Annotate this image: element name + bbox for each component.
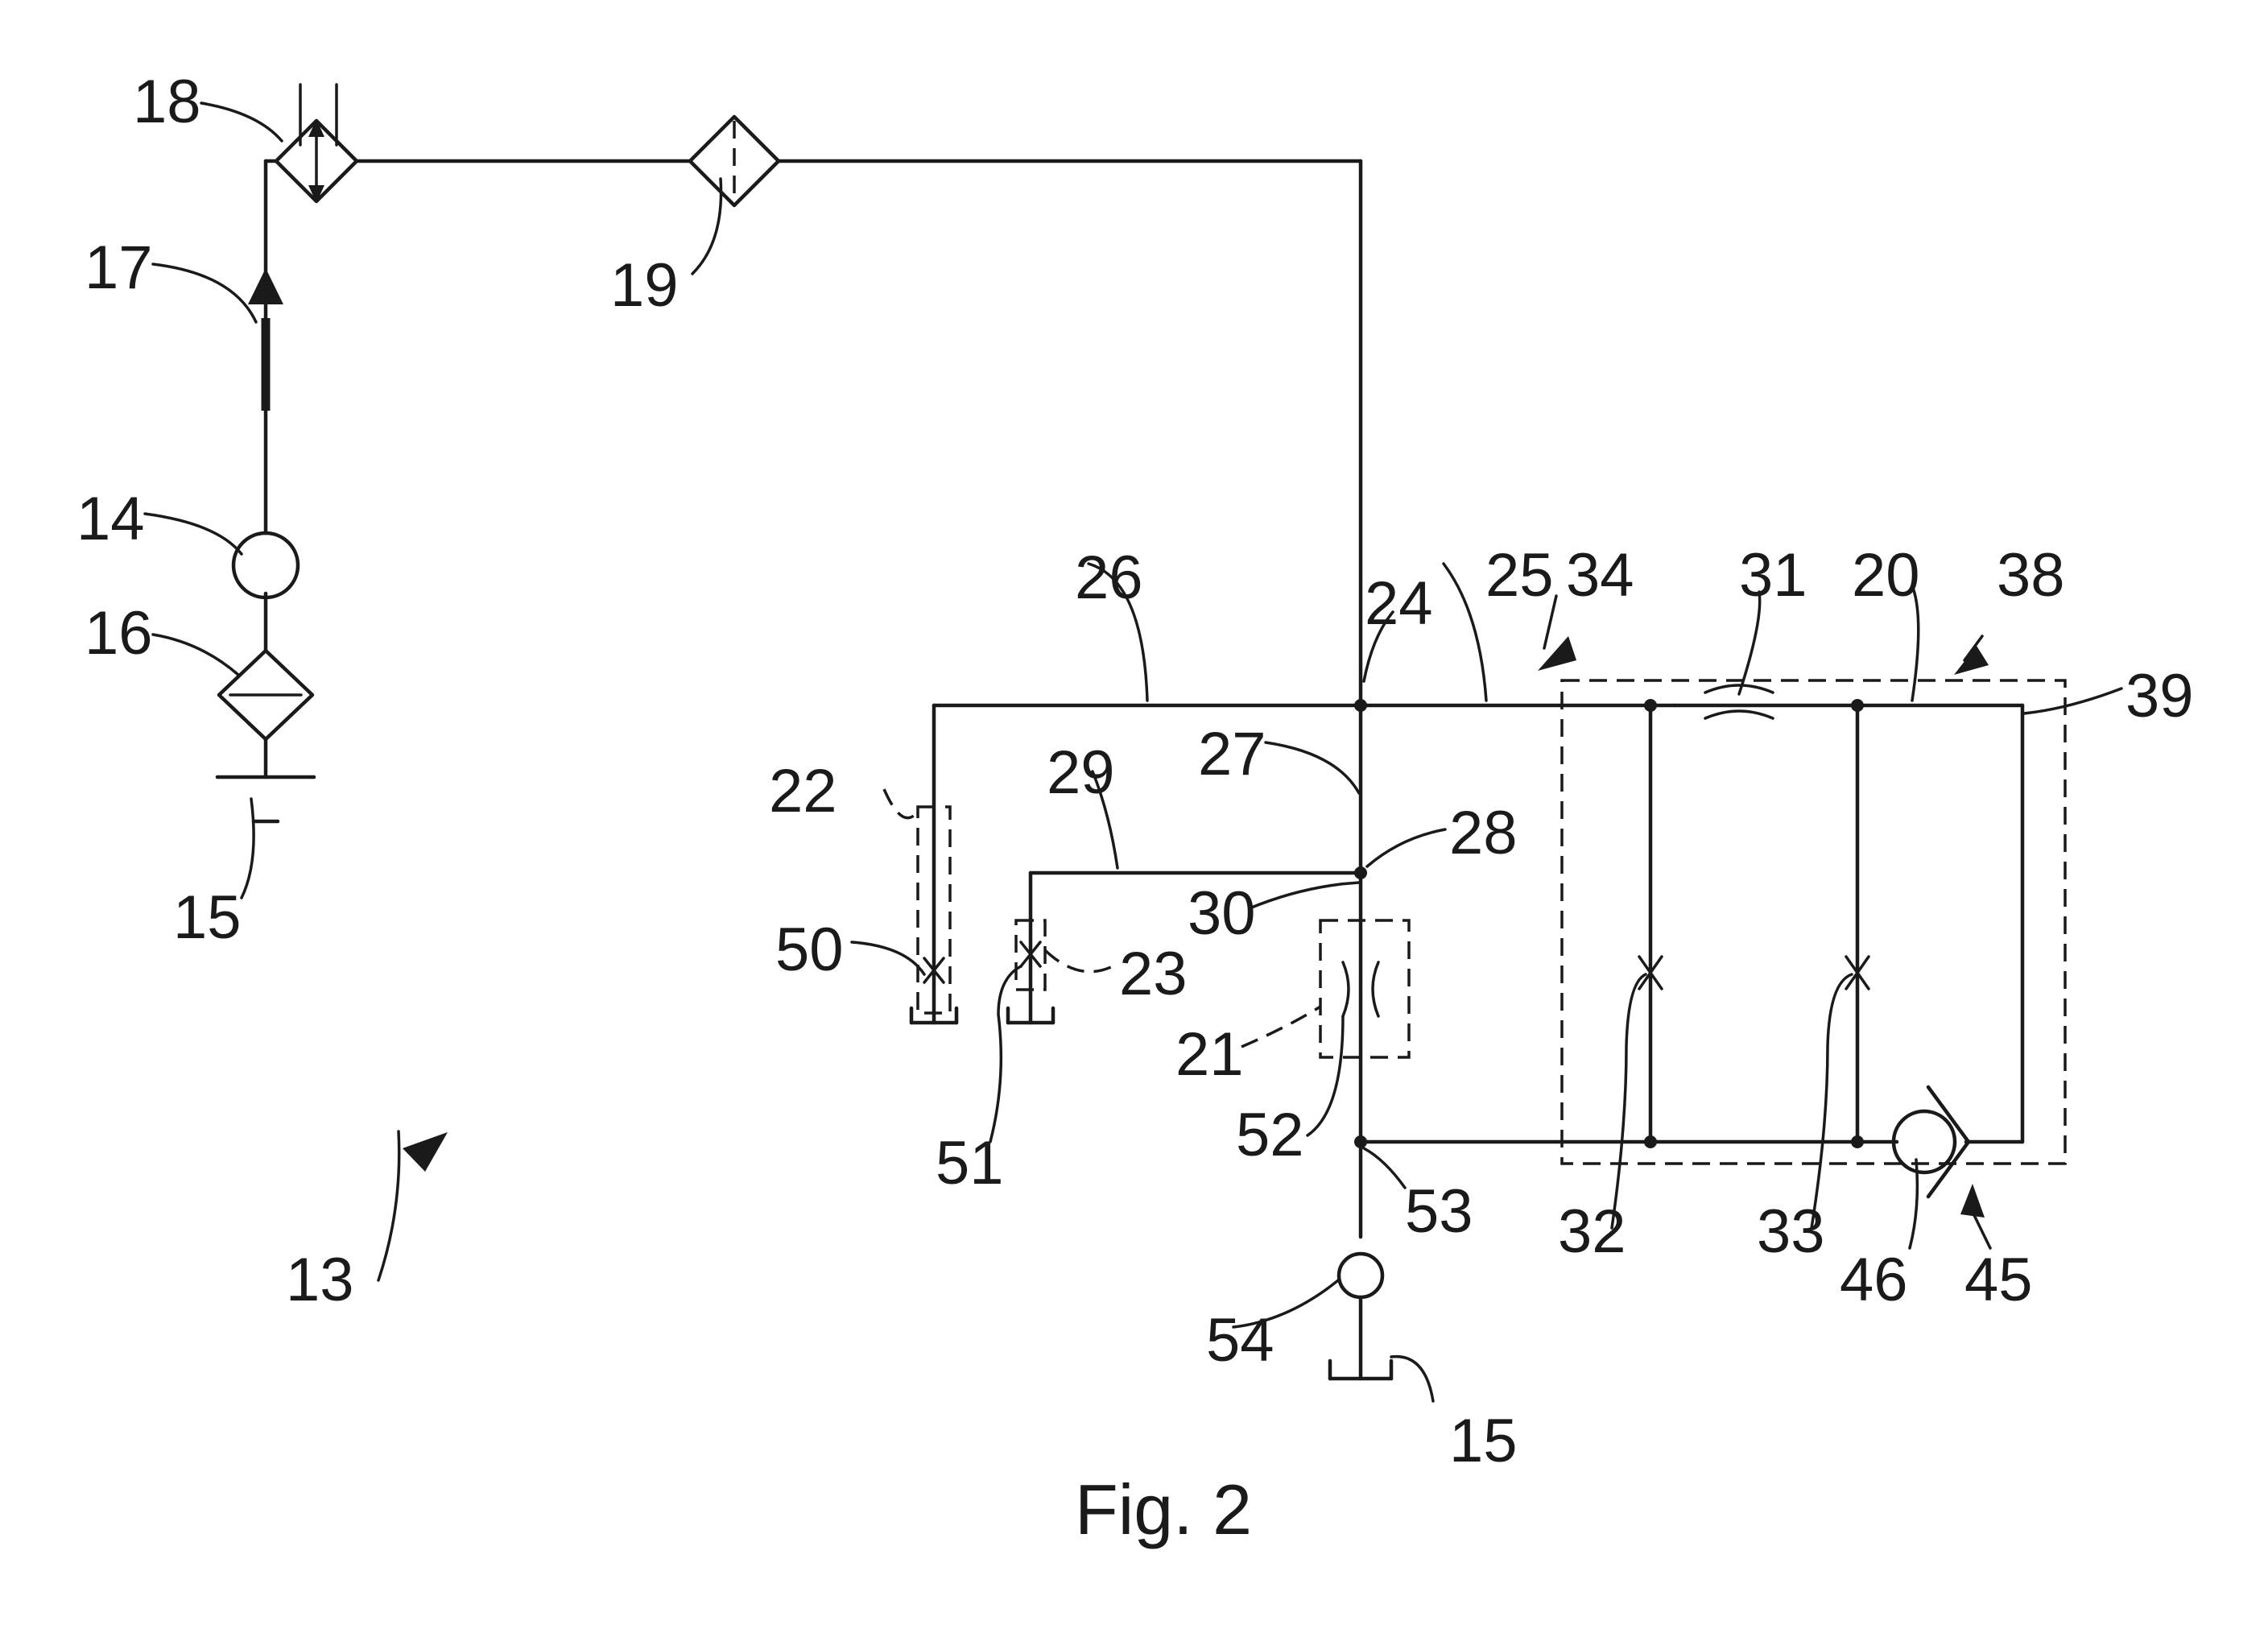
supply-branch xyxy=(215,83,1363,824)
label-54: 54 xyxy=(1206,1306,1274,1375)
heat-exchanger-18 xyxy=(274,83,359,204)
tank-symbol-left xyxy=(215,737,316,824)
label-24: 24 xyxy=(1365,569,1433,638)
label-23: 23 xyxy=(1119,940,1188,1008)
label-17: 17 xyxy=(85,234,153,302)
label-38: 38 xyxy=(1997,541,2065,610)
pump-14 xyxy=(231,531,300,600)
leader-lines xyxy=(143,101,2123,1403)
label-31: 31 xyxy=(1739,541,1807,610)
throttle-21 xyxy=(1319,919,1411,1059)
label-34: 34 xyxy=(1566,541,1634,610)
pointer-arrow-13 xyxy=(403,1132,448,1172)
reference-numerals: 18 17 14 16 15 19 26 24 25 34 31 20 38 3… xyxy=(76,68,2194,1549)
check-valve-45 xyxy=(1891,1085,1971,1199)
label-22: 22 xyxy=(769,757,837,825)
label-45: 45 xyxy=(1964,1246,2033,1314)
orifice-50 xyxy=(923,957,945,984)
label-16: 16 xyxy=(85,599,153,668)
main-vertical-line xyxy=(1354,698,1367,1239)
flow-arrow xyxy=(248,268,283,304)
orifice-box-23 xyxy=(1014,919,1047,991)
orifice-51 xyxy=(1019,941,1042,968)
label-26: 26 xyxy=(1075,544,1143,612)
label-15-left: 15 xyxy=(173,883,242,952)
valve-block-38 xyxy=(1358,679,2067,1199)
label-20: 20 xyxy=(1852,541,1920,610)
pointer-arrow-34 xyxy=(1538,636,1576,671)
label-28: 28 xyxy=(1449,799,1518,867)
label-18: 18 xyxy=(133,68,201,136)
orifice-box-22 xyxy=(916,805,952,1015)
figure-caption: Fig. 2 xyxy=(1075,1470,1252,1549)
return-branch xyxy=(1328,1251,1394,1381)
pointer-arrow-45 xyxy=(1960,1184,1985,1218)
label-25: 25 xyxy=(1485,541,1554,610)
filter-16 xyxy=(217,648,315,742)
label-29: 29 xyxy=(1047,738,1115,807)
label-53: 53 xyxy=(1405,1177,1473,1246)
label-33: 33 xyxy=(1757,1197,1825,1266)
pointer-arrow-38 xyxy=(1954,646,1989,675)
label-19: 19 xyxy=(610,251,679,320)
ball-46 xyxy=(1891,1109,1957,1175)
label-50: 50 xyxy=(775,916,844,984)
restrictor-31 xyxy=(1704,684,1774,720)
branch-26 xyxy=(909,703,1363,1025)
orifice-32 xyxy=(1638,955,1663,990)
label-39: 39 xyxy=(2125,662,2194,730)
pump-54 xyxy=(1336,1251,1385,1300)
label-52: 52 xyxy=(1236,1101,1304,1169)
branch-29 xyxy=(1006,870,1363,1025)
orifice-33 xyxy=(1845,955,1870,990)
label-21: 21 xyxy=(1175,1020,1244,1089)
label-13: 13 xyxy=(286,1246,354,1314)
label-32: 32 xyxy=(1558,1197,1626,1266)
label-30: 30 xyxy=(1188,879,1256,948)
filter-19 xyxy=(688,114,781,208)
label-14: 14 xyxy=(76,485,145,553)
label-51: 51 xyxy=(936,1129,1004,1197)
label-15-right: 15 xyxy=(1449,1407,1518,1475)
label-46: 46 xyxy=(1840,1246,1908,1314)
label-27: 27 xyxy=(1198,720,1266,788)
